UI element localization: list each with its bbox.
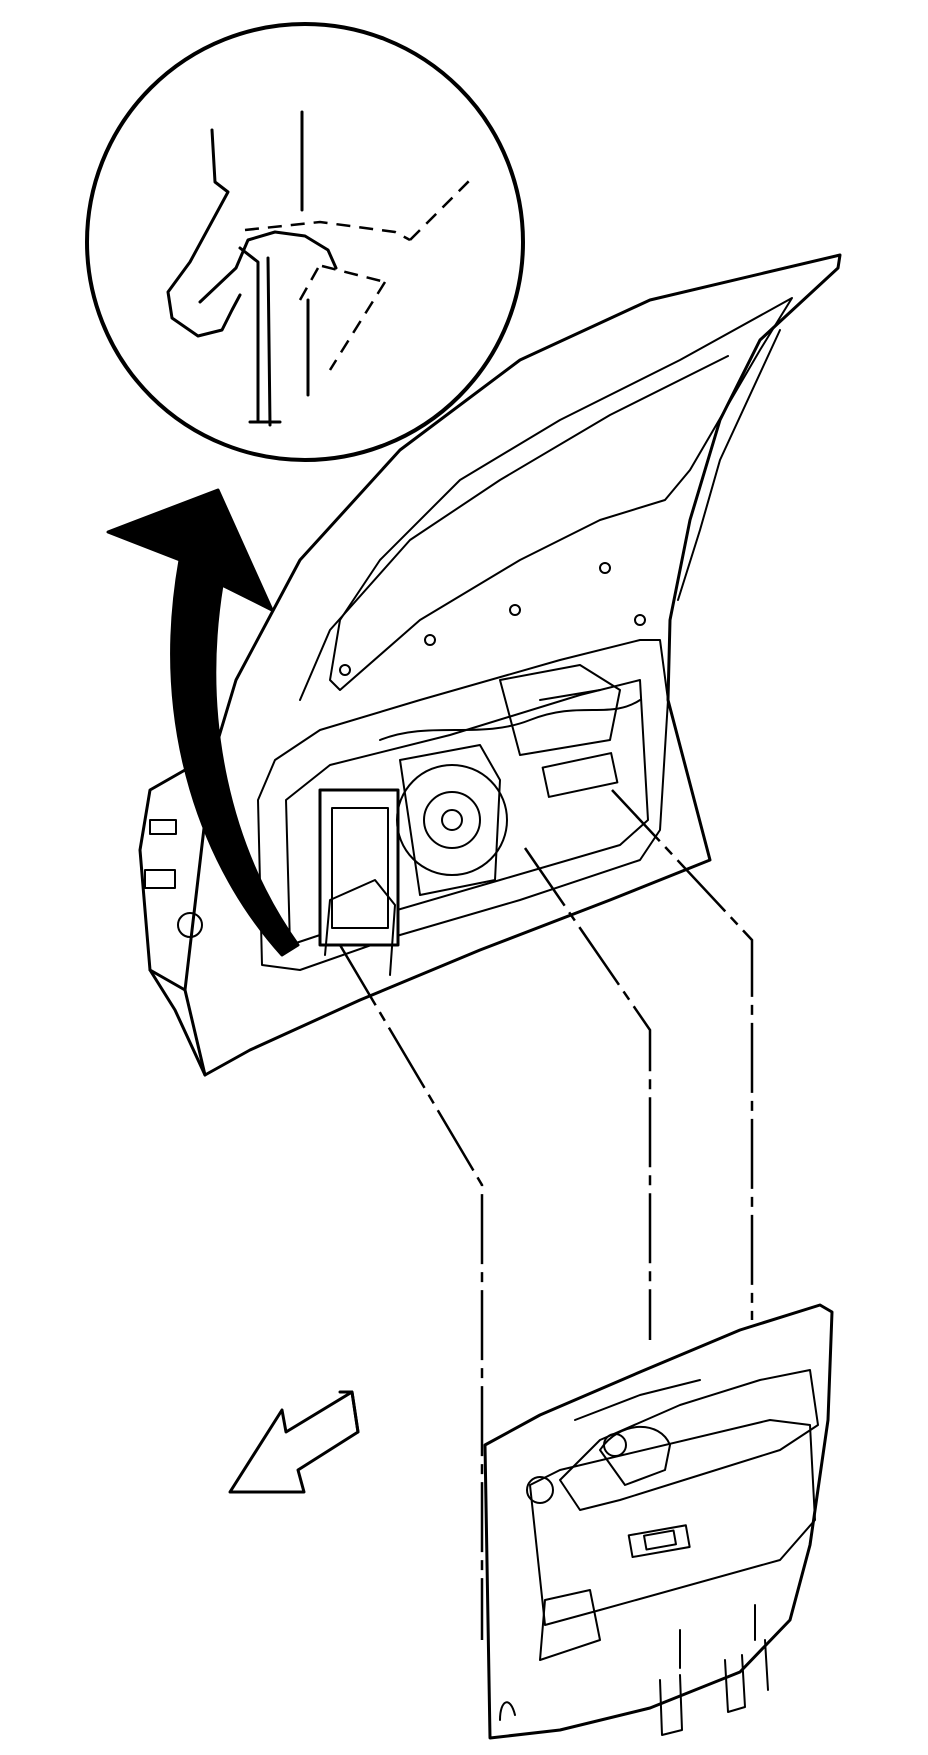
inset-clip-detail (166, 110, 471, 427)
leader-lines (338, 789, 754, 1640)
detail-inset-view (85, 22, 525, 462)
curved-arrow-icon (106, 488, 300, 957)
door-trim-panel (483, 1303, 834, 1740)
direction-arrow-icon (228, 1390, 360, 1494)
door-frame (138, 253, 842, 1077)
